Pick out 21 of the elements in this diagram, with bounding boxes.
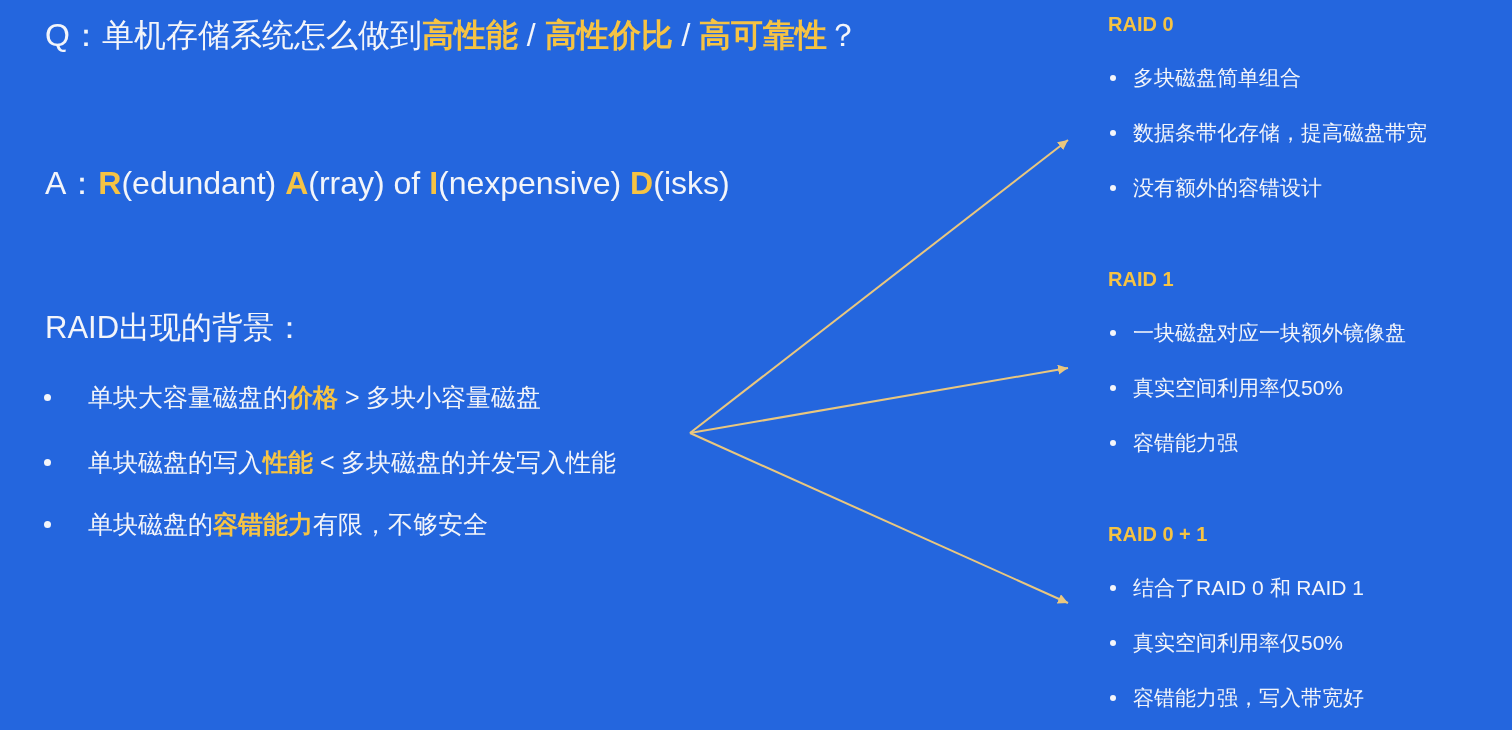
bullet-text: 没有额外的容错设计 <box>1133 175 1322 201</box>
answer-text: A：R(edundant) A(rray) of I(nexpensive) D(isks) <box>45 164 730 203</box>
bullet-text: 容错能力强 <box>1133 430 1238 456</box>
arrow <box>689 432 1069 604</box>
section-heading: RAID 0 <box>1108 12 1174 37</box>
bullet-text: 一块磁盘对应一块额外镜像盘 <box>1133 320 1406 346</box>
bullet-text: 单块大容量磁盘的价格 > 多块小容量磁盘 <box>88 382 542 413</box>
bullet-text: 多块磁盘简单组合 <box>1133 65 1301 91</box>
bullet-text: 结合了RAID 0 和 RAID 1 <box>1133 575 1365 601</box>
section-heading: RAID出现的背景： <box>45 309 306 347</box>
arrow <box>689 364 1069 434</box>
section-heading: RAID 1 <box>1108 267 1174 292</box>
arrow <box>689 139 1069 434</box>
section-heading: RAID 0 + 1 <box>1108 522 1208 547</box>
bullet-text: 单块磁盘的容错能力有限，不够安全 <box>88 509 488 540</box>
bullet-text: 容错能力强，写入带宽好 <box>1133 685 1364 711</box>
bullet-text: 单块磁盘的写入性能 < 多块磁盘的并发写入性能 <box>88 447 617 478</box>
question-text: Q：单机存储系统怎么做到高性能 / 高性价比 / 高可靠性？ <box>45 16 860 55</box>
bullet-text: 真实空间利用率仅50% <box>1133 630 1344 656</box>
bullet-text: 数据条带化存储，提高磁盘带宽 <box>1133 120 1427 146</box>
bullet-text: 真实空间利用率仅50% <box>1133 375 1344 401</box>
